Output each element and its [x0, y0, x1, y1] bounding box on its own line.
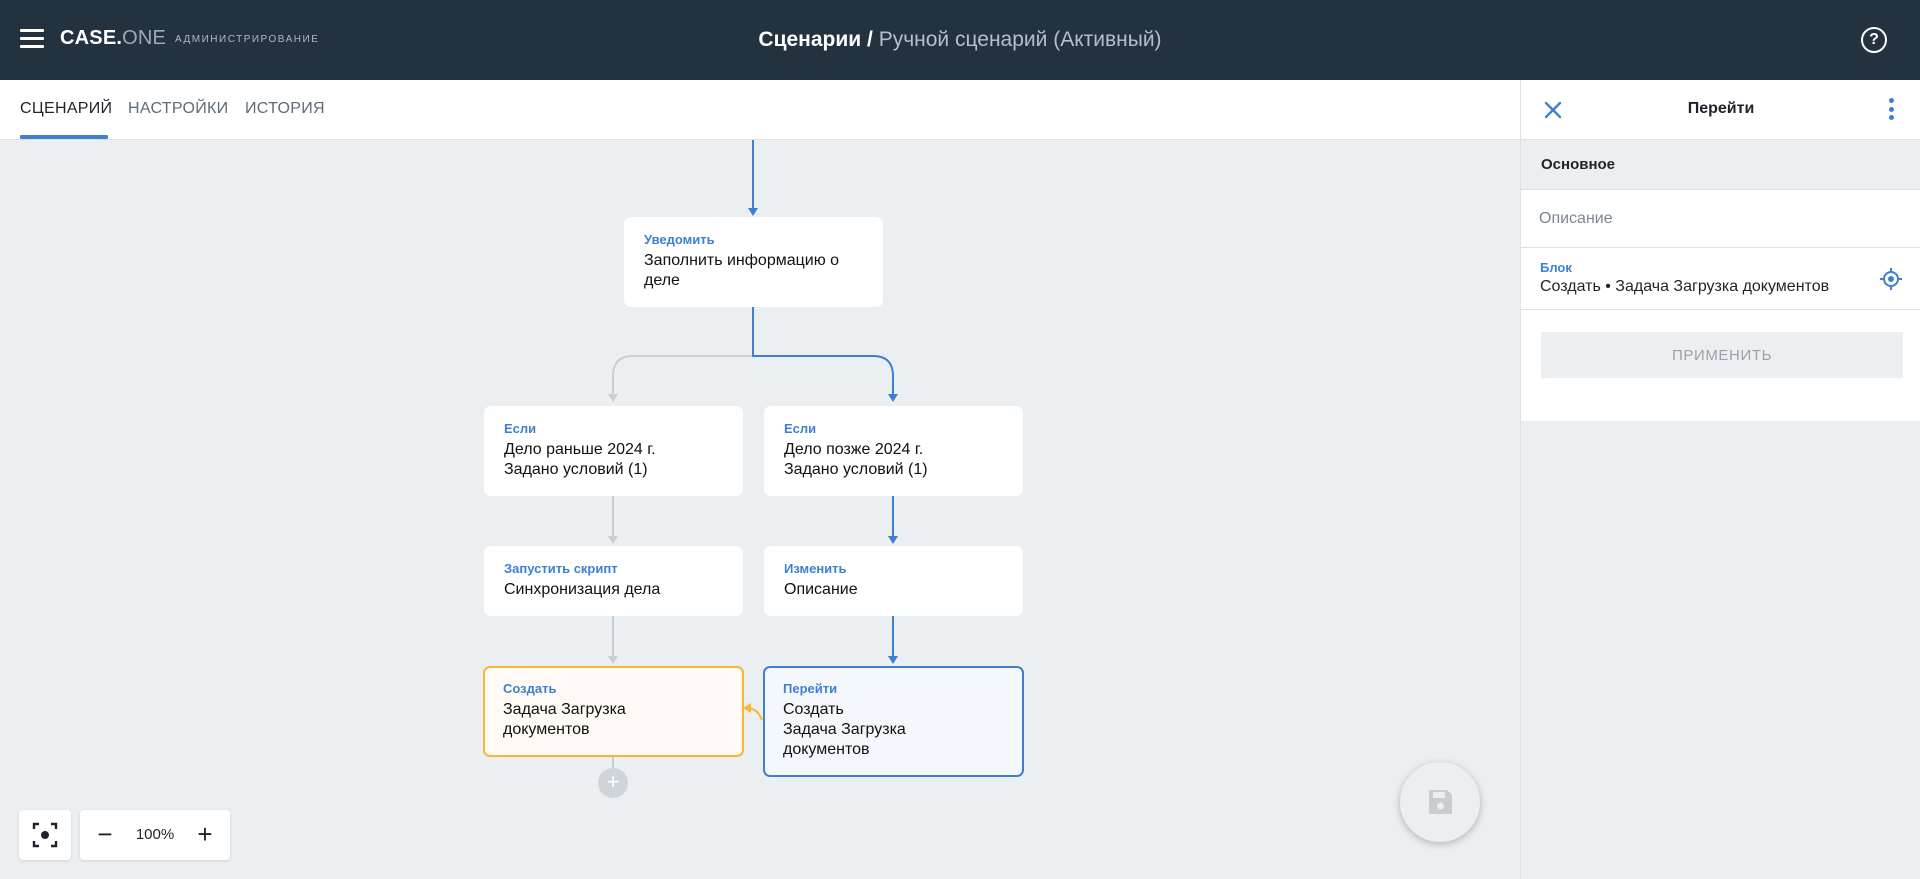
- jump-arrow: [743, 703, 751, 713]
- block-label: Блок: [1540, 260, 1572, 275]
- section-main[interactable]: Основное: [1521, 140, 1920, 190]
- arrow-branch-left: [608, 394, 618, 402]
- node-if-left[interactable]: Если Дело раньше 2024 г. Задано условий …: [484, 406, 743, 496]
- panel-header: Перейти: [1521, 80, 1920, 140]
- floppy-disk-icon: [1429, 790, 1452, 814]
- description-input[interactable]: [1539, 205, 1899, 233]
- zoom-out-button[interactable]: −: [97, 819, 113, 849]
- admin-label: АДМИНИСТРИРОВАНИЕ: [175, 34, 320, 45]
- description-field: [1521, 190, 1920, 248]
- add-block-button[interactable]: +: [598, 768, 628, 798]
- node-goto-selected[interactable]: Перейти Создать Задача Загрузка документ…: [763, 666, 1024, 777]
- tab-scenario[interactable]: СЦЕНАРИЙ: [20, 100, 113, 117]
- top-header: CASE.ONE АДМИНИСТРИРОВАНИЕ Сценарии / Ру…: [0, 0, 1920, 80]
- block-value: Создать • Задача Загрузка документов: [1540, 278, 1830, 295]
- apply-area: ПРИМЕНИТЬ: [1521, 310, 1920, 421]
- focus-frame-icon: [32, 822, 58, 848]
- zoom-in-button[interactable]: +: [197, 819, 213, 849]
- save-button[interactable]: [1400, 762, 1480, 842]
- panel-title: Перейти: [1687, 100, 1755, 117]
- node-run-script[interactable]: Запустить скрипт Синхронизация дела: [484, 546, 743, 616]
- breadcrumb-scenarios[interactable]: Сценарии /: [758, 28, 873, 51]
- arrow-top: [748, 208, 758, 216]
- node-change[interactable]: Изменить Описание: [764, 546, 1023, 616]
- app-logo[interactable]: CASE.ONE: [60, 27, 167, 49]
- apply-button[interactable]: ПРИМЕНИТЬ: [1541, 332, 1903, 378]
- node-if-right[interactable]: Если Дело позже 2024 г. Задано условий (…: [764, 406, 1023, 496]
- tab-history[interactable]: ИСТОРИЯ: [245, 100, 325, 117]
- breadcrumb-current: Ручной сценарий (Активный): [872, 28, 1162, 51]
- locate-target-icon[interactable]: [1879, 267, 1903, 291]
- arrow-left-1: [608, 536, 618, 544]
- page-title: Сценарии / Ручной сценарий (Активный): [0, 28, 1920, 52]
- properties-panel: Перейти Основное Блок Создать • Задача З…: [1520, 80, 1920, 879]
- tab-settings[interactable]: НАСТРОЙКИ: [128, 100, 229, 117]
- arrow-right-1: [888, 536, 898, 544]
- node-create[interactable]: Создать Задача Загрузка документов: [483, 666, 744, 757]
- node-notify[interactable]: Уведомить Заполнить информацию о деле: [624, 217, 883, 307]
- tab-bar: СЦЕНАРИЙ НАСТРОЙКИ ИСТОРИЯ: [0, 80, 1520, 140]
- connector-branch-left: [612, 306, 754, 394]
- arrow-left-2: [608, 656, 618, 664]
- zoom-control: − 100% +: [80, 810, 230, 860]
- help-icon[interactable]: ?: [1861, 27, 1887, 53]
- more-options-icon[interactable]: [1889, 98, 1895, 122]
- zoom-level: 100%: [135, 826, 175, 843]
- block-field[interactable]: Блок Создать • Задача Загрузка документо…: [1521, 248, 1920, 310]
- close-icon[interactable]: [1541, 98, 1565, 122]
- arrow-branch-right: [888, 394, 898, 402]
- flow-connectors: [608, 140, 898, 768]
- flow-canvas[interactable]: Уведомить Заполнить информацию о деле Ес…: [0, 140, 1520, 879]
- section-main-label: Основное: [1541, 156, 1616, 173]
- hamburger-menu-icon[interactable]: [20, 29, 44, 49]
- active-tab-indicator: [20, 135, 108, 139]
- fit-to-screen-button[interactable]: [19, 810, 71, 860]
- arrow-right-2: [888, 656, 898, 664]
- connector-branch-right: [752, 306, 894, 394]
